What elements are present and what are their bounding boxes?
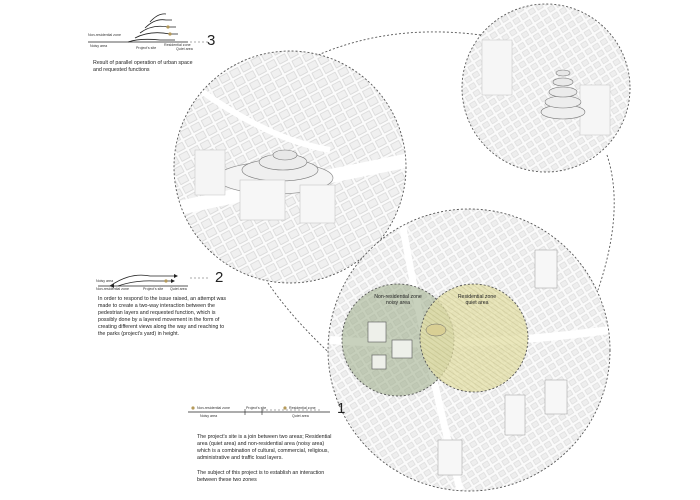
step1-text-2: The subject of this project is to establ… [197, 470, 325, 484]
legend1-residential: Residential zone [289, 406, 316, 410]
step-number-1: 1 [337, 400, 346, 417]
legend2-quiet: Quiet area [170, 287, 187, 291]
step1-text-1: The project's site is a join between two… [197, 434, 332, 462]
step2-text: In order to respond to the issue raised,… [98, 296, 227, 338]
legend3-residential: Residential zone [164, 43, 191, 47]
legend1-project: Project's site [246, 406, 267, 410]
map-label-residential: Residential zone quiet area [447, 294, 507, 306]
legend2-non-residential: Non-residential zone [96, 287, 129, 291]
step3-text: Result of parallel operation of urban sp… [93, 60, 193, 74]
legend-diagram-2 [98, 274, 188, 288]
circle-bottom-outline [327, 208, 611, 492]
connector-right-line [597, 154, 615, 291]
legend1-noisy: Noisy area [200, 414, 218, 418]
legend3-quiet: Quiet area [176, 47, 193, 51]
circle-top-right-outline [461, 3, 631, 173]
map-label-residential-title: Residential zone [457, 294, 497, 300]
map-label-non-residential: Non-residential zone noisy area [368, 294, 428, 306]
site-view-top-right [462, 4, 630, 172]
map-label-non-residential-title: Non-residential zone [374, 294, 422, 300]
map-label-noisy: noisy area [386, 300, 410, 306]
step-number-3: 3 [207, 32, 216, 49]
legend2-project: Project's site [143, 287, 164, 291]
legend3-non-residential: Non-residential zone [88, 33, 121, 37]
site-plan-bottom [328, 209, 610, 491]
site-view-top-left [174, 51, 406, 283]
connector-3-line [317, 31, 501, 56]
legend3-noisy: Noisy area [90, 44, 108, 48]
legend1-quiet: Quiet area [292, 414, 309, 418]
legend-diagram-3 [88, 13, 188, 43]
circle-top-left-outline [173, 50, 407, 284]
map-label-quiet: quiet area [465, 300, 489, 306]
legend-diagram-1 [188, 406, 330, 415]
legend2-noisy: Noisy area [96, 279, 114, 283]
legend1-non-residential: Non-residential zone [197, 406, 230, 410]
quiet-zone-circle [419, 283, 529, 393]
legend3-project: Project's site [136, 46, 157, 50]
step-number-2: 2 [215, 269, 224, 286]
